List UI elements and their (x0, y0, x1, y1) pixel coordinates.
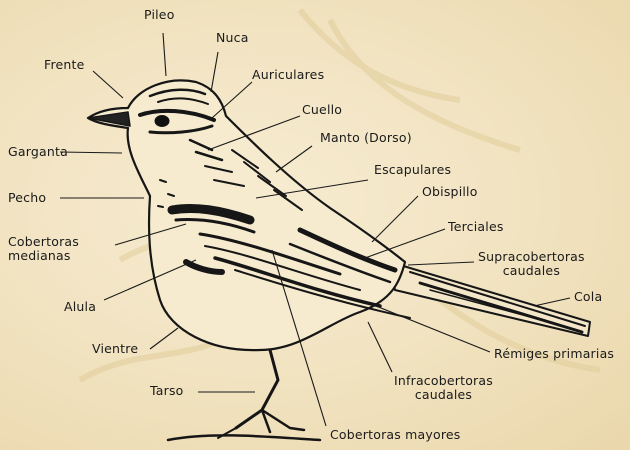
label-remiges-primarias: Rémiges primarias (494, 347, 614, 361)
label-infracobertoras-caudales: Infracobertoras caudales (394, 374, 493, 402)
label-nuca: Nuca (216, 31, 249, 45)
label-terciales: Terciales (448, 220, 504, 234)
label-garganta: Garganta (8, 145, 68, 159)
label-frente: Frente (44, 58, 85, 72)
label-manto: Manto (Dorso) (320, 131, 412, 145)
label-cola: Cola (574, 290, 602, 304)
label-vientre: Vientre (92, 342, 138, 356)
label-cuello: Cuello (302, 103, 342, 117)
label-auriculares: Auriculares (252, 68, 324, 82)
label-alula: Alula (64, 300, 96, 314)
label-escapulares: Escapulares (374, 163, 451, 177)
label-pileo: Pileo (144, 8, 175, 22)
label-obispillo: Obispillo (422, 185, 478, 199)
label-tarso: Tarso (150, 384, 184, 398)
label-supracobertoras-caudales: Supracobertoras caudales (478, 250, 585, 278)
label-cobertoras-medianas: Cobertoras medianas (8, 235, 79, 263)
label-cobertoras-mayores: Cobertoras mayores (330, 428, 461, 442)
label-pecho: Pecho (8, 191, 46, 205)
